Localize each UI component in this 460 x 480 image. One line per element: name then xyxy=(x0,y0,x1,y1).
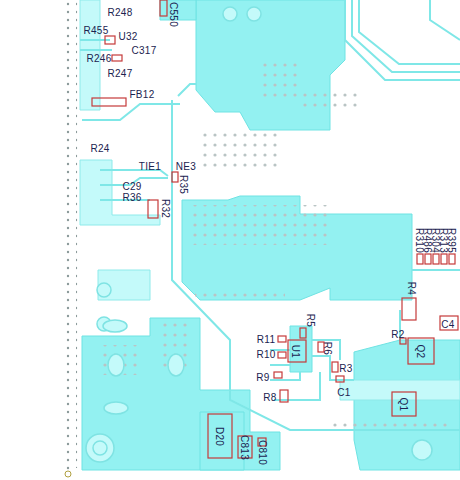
reference-designator: U1 xyxy=(290,344,301,357)
reference-designator: Q2 xyxy=(415,344,426,358)
reference-designator: R395 xyxy=(446,227,457,252)
reference-designator: FB12 xyxy=(129,89,154,100)
reference-designator: R4 xyxy=(406,281,417,294)
reference-designator: R24 xyxy=(90,143,109,154)
reference-designator: R11 xyxy=(257,334,276,345)
reference-designator: C813 xyxy=(239,434,250,459)
reference-designator: C4 xyxy=(441,319,454,330)
reference-designator: C317 xyxy=(131,45,156,56)
reference-designator: U32 xyxy=(118,31,137,42)
reference-designator: TIE1 xyxy=(139,161,161,172)
reference-designator: R247 xyxy=(107,68,132,79)
reference-designator: C550 xyxy=(168,1,179,26)
reference-designator: R248 xyxy=(107,7,132,18)
reference-designator: NE3 xyxy=(176,161,196,172)
reference-designator: C810 xyxy=(257,439,268,464)
reference-designator: R36 xyxy=(122,192,141,203)
reference-designator: Q1 xyxy=(398,397,409,411)
reference-designator: R10 xyxy=(256,349,275,360)
reference-designator: D20 xyxy=(215,426,226,445)
reference-designator: R6 xyxy=(322,341,333,354)
reference-designator: C29 xyxy=(122,181,141,192)
reference-designator: R35 xyxy=(179,174,190,193)
reference-designator: R5 xyxy=(305,313,316,326)
reference-designator: R2 xyxy=(391,329,404,340)
reference-designator: R3 xyxy=(339,363,352,374)
reference-designator: R32 xyxy=(161,198,172,217)
reference-designator: C1 xyxy=(337,387,350,398)
reference-designator: R246 xyxy=(86,53,111,64)
reference-designator: R455 xyxy=(83,25,108,36)
reference-designator: R9 xyxy=(256,372,269,383)
reference-designator: R8 xyxy=(263,392,276,403)
